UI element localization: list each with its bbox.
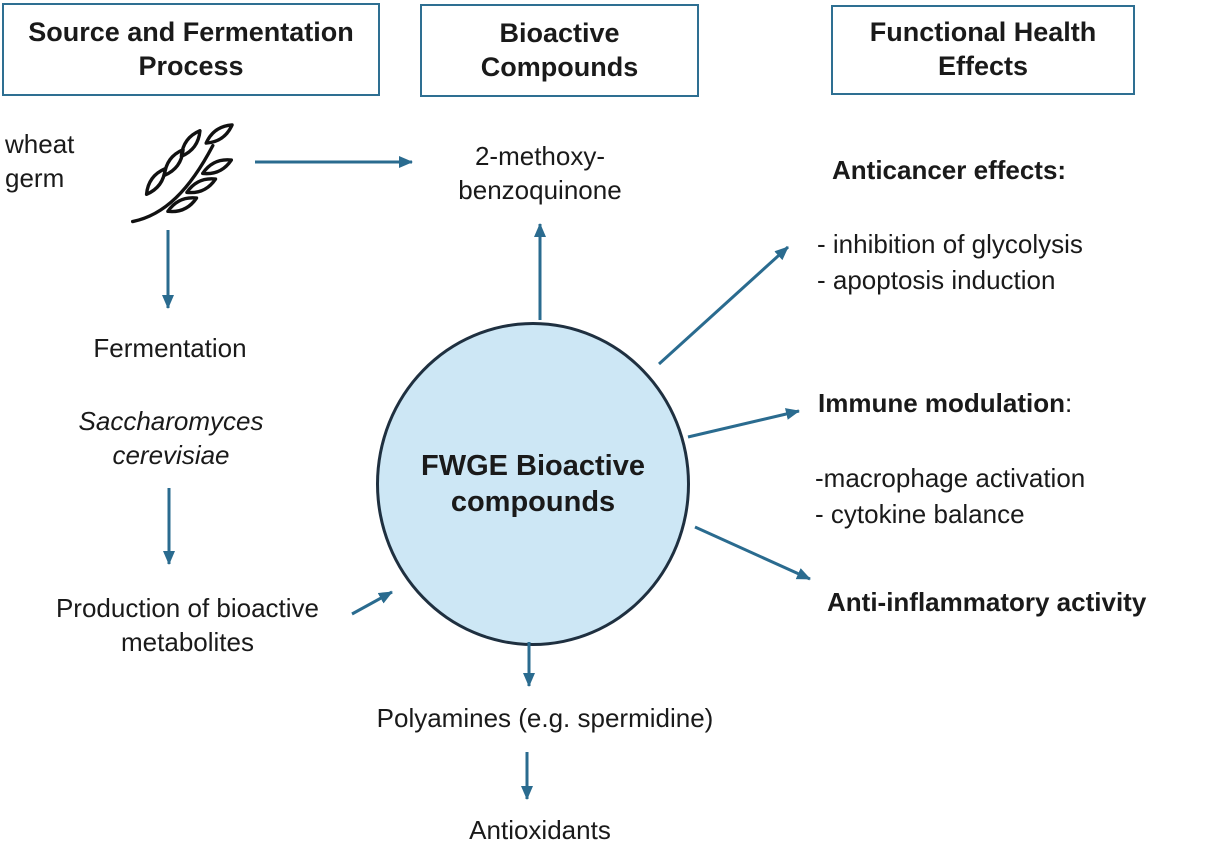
anti-inflammatory-title: Anti-inflammatory activity: [827, 587, 1147, 617]
header-bioactive-compounds-label: Bioactive Compounds: [480, 17, 639, 82]
arrow-circle-to-antiinflammatory: [694, 525, 811, 581]
methoxybenzoquinone-label: 2-methoxy-benzoquinone: [458, 141, 622, 205]
yeast-species-label: Saccharomyces cerevisiae: [78, 406, 264, 470]
immune-title-colon: :: [1065, 388, 1073, 418]
arrow-production-to-circle: [351, 590, 393, 616]
anticancer-item: - inhibition of glycolysis: [817, 229, 1083, 259]
immune-item: - cytokine balance: [815, 499, 1025, 529]
header-health-effects-label: Functional Health Effects: [869, 17, 1097, 81]
fwge-circle: FWGE Bioactive compounds: [376, 322, 690, 646]
immune-items: -macrophage activation - cytokine balanc…: [815, 460, 1085, 532]
anticancer-title: Anticancer effects:: [832, 155, 1067, 185]
fwge-circle-label: FWGE Bioactive compounds: [421, 449, 645, 518]
immune-title-text: Immune modulation: [818, 388, 1065, 418]
anticancer-items: - inhibition of glycolysis - apoptosis i…: [817, 226, 1083, 298]
header-source-process-label: Source and Fermentation Process: [28, 16, 354, 81]
arrow-circle-to-immune: [687, 408, 800, 439]
header-box-source-process: Source and Fermentation Process: [2, 3, 380, 96]
wheat-icon: [120, 116, 236, 228]
anticancer-item: - apoptosis induction: [817, 265, 1056, 295]
header-box-bioactive-compounds: Bioactive Compounds: [420, 4, 699, 97]
antioxidants-label: Antioxidants: [469, 815, 611, 845]
polyamines-label: Polyamines (e.g. spermidine): [376, 703, 714, 733]
wheat-germ-label: wheat germ: [5, 129, 75, 193]
fermentation-label: Fermentation: [93, 333, 247, 363]
arrow-circle-to-anticancer: [657, 245, 790, 366]
immune-item: -macrophage activation: [815, 463, 1086, 493]
production-metabolites-label: Production of bioactive metabolites: [55, 593, 320, 657]
immune-modulation-title: Immune modulation:: [818, 387, 1072, 421]
header-box-health-effects: Functional Health Effects: [831, 5, 1135, 95]
